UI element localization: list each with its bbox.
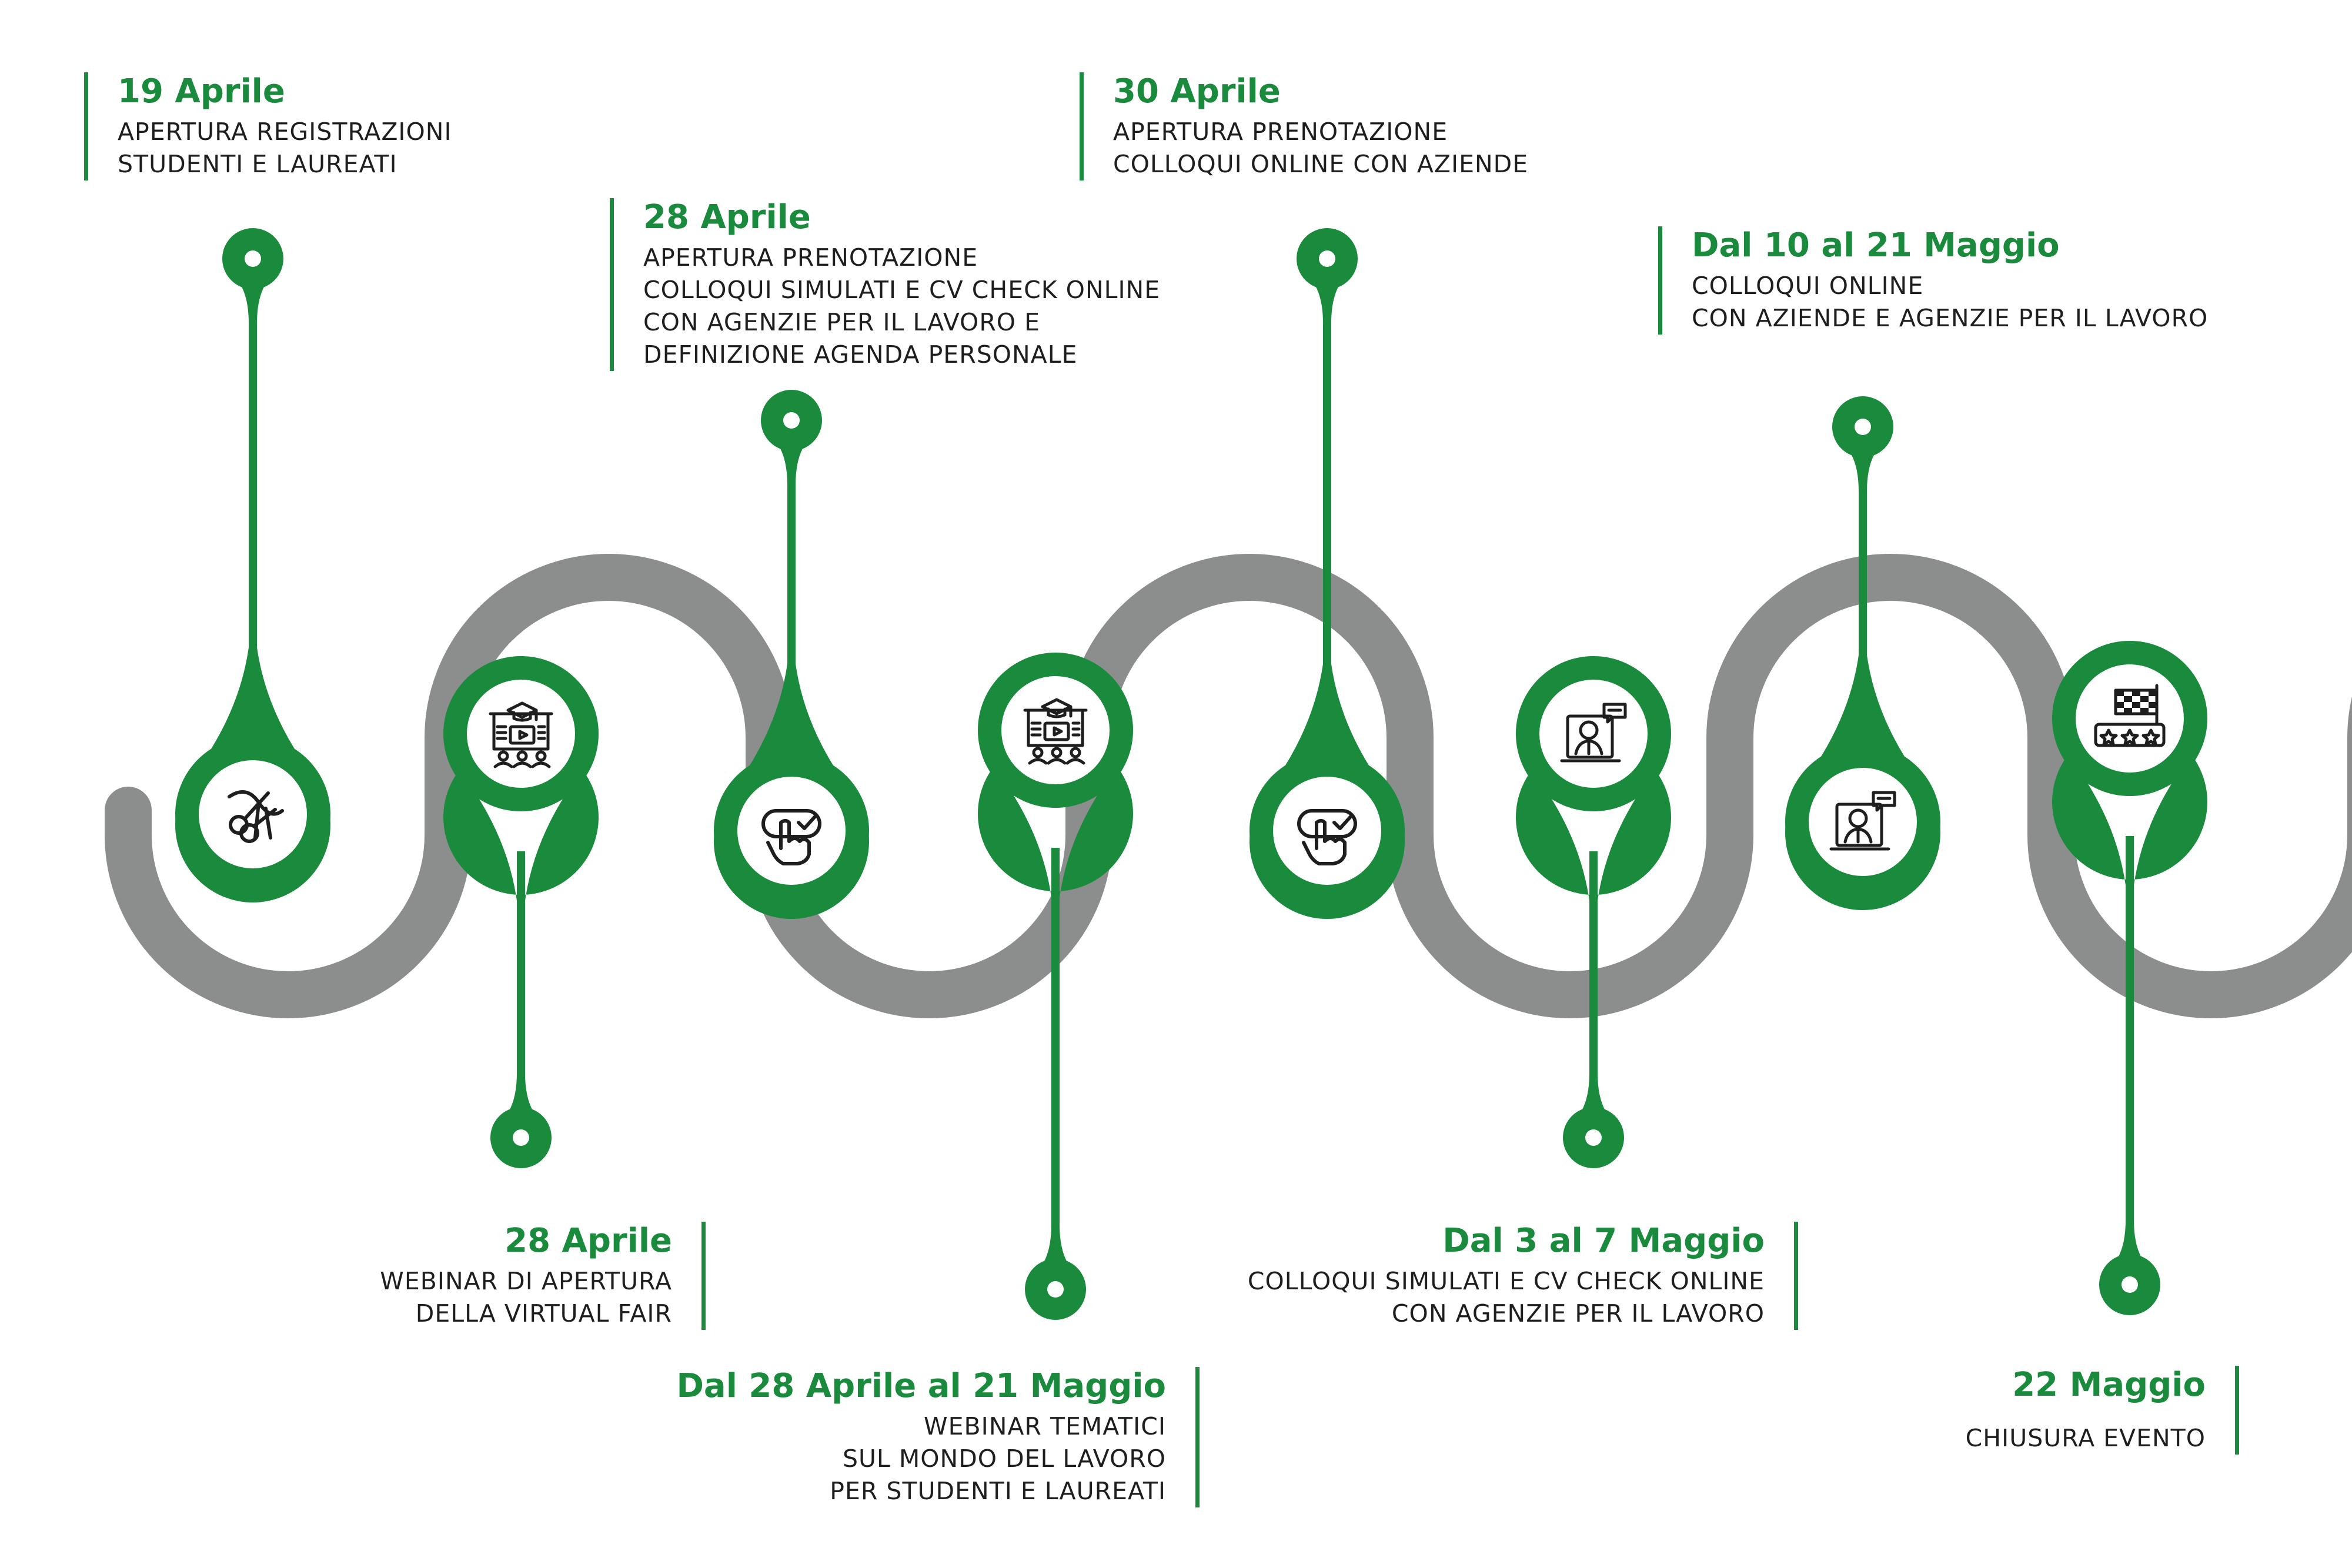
event-date: 28 Aprile — [505, 1222, 672, 1260]
event-line: STUDENTI E LAUREATI — [118, 150, 397, 178]
marker-pin — [1851, 454, 1875, 704]
event-line: APERTURA REGISTRAZIONI — [118, 118, 452, 146]
marker-pin-dot — [245, 250, 261, 267]
timeline-marker — [714, 390, 869, 919]
event-date: 22 Maggio — [2012, 1366, 2206, 1404]
marker-pin — [1044, 848, 1067, 1262]
marker-face — [1809, 768, 1917, 876]
marker-pin-dot — [1319, 250, 1335, 267]
event-line: COLLOQUI ONLINE CON AZIENDE — [1113, 150, 1529, 178]
marker-pin — [1582, 851, 1605, 1111]
timeline-marker — [2052, 641, 2207, 1315]
timeline-marker — [175, 228, 330, 902]
timeline-marker — [978, 653, 1133, 1320]
event-line: COLLOQUI SIMULATI E CV CHECK ONLINE — [643, 276, 1161, 304]
event-date: Dal 28 Aprile al 21 Maggio — [676, 1367, 1166, 1405]
event-date: 19 Aprile — [118, 72, 285, 111]
event-line: CON AZIENDE E AGENZIE PER IL LAVORO — [1692, 304, 2209, 332]
marker-drop — [1516, 770, 1671, 910]
event-line: APERTURA PRENOTAZIONE — [643, 243, 978, 272]
event-date: 28 Aprile — [643, 198, 811, 236]
marker-face — [1273, 777, 1381, 885]
event-line: CHIUSURA EVENTO — [1965, 1424, 2206, 1452]
timeline-marker — [1250, 228, 1405, 919]
event-line: CON AGENZIE PER IL LAVORO E — [643, 308, 1041, 336]
timeline-marker — [1516, 656, 1671, 1168]
marker-pin-dot — [2122, 1276, 2138, 1293]
marker-face — [199, 760, 307, 868]
marker-pin-dot — [513, 1129, 529, 1146]
marker-drop — [443, 770, 599, 910]
event-date: Dal 10 al 21 Maggio — [1692, 226, 2060, 265]
event-line: COLLOQUI ONLINE — [1692, 272, 1924, 300]
event-date: 30 Aprile — [1113, 72, 1281, 111]
event-line: PER STUDENTI E LAUREATI — [830, 1477, 1166, 1505]
marker-pin-dot — [1855, 419, 1871, 435]
marker-pin-dot — [1585, 1129, 1602, 1146]
marker-pin — [241, 286, 265, 697]
marker-pin — [509, 851, 533, 1111]
event-line: WEBINAR DI APERTURA — [380, 1267, 672, 1295]
event-line: CON AGENZIE PER IL LAVORO — [1391, 1299, 1765, 1328]
timeline-marker — [443, 656, 599, 1168]
timeline-markers — [175, 228, 2207, 1320]
marker-face — [2076, 664, 2184, 773]
marker-drop — [978, 767, 1133, 907]
marker-pin-dot — [783, 412, 800, 429]
event-line: DELLA VIRTUAL FAIR — [415, 1299, 672, 1328]
timeline-track — [105, 554, 2352, 1018]
event-date: Dal 3 al 7 Maggio — [1442, 1222, 1765, 1260]
marker-pin — [1315, 286, 1339, 713]
marker-drop — [2052, 755, 2207, 895]
marker-pin — [2118, 836, 2141, 1258]
event-line: DEFINIZIONE AGENDA PERSONALE — [643, 340, 1078, 369]
event-line: SUL MONDO DEL LAVORO — [842, 1445, 1166, 1473]
event-line: COLLOQUI SIMULATI E CV CHECK ONLINE — [1247, 1267, 1765, 1295]
event-line: APERTURA PRENOTAZIONE — [1113, 118, 1448, 146]
event-line: WEBINAR TEMATICI — [924, 1412, 1166, 1440]
marker-face — [737, 777, 846, 885]
marker-pin-dot — [1047, 1281, 1064, 1298]
timeline-marker — [1785, 396, 1941, 910]
marker-face — [1539, 680, 1648, 788]
marker-pin — [780, 447, 803, 713]
